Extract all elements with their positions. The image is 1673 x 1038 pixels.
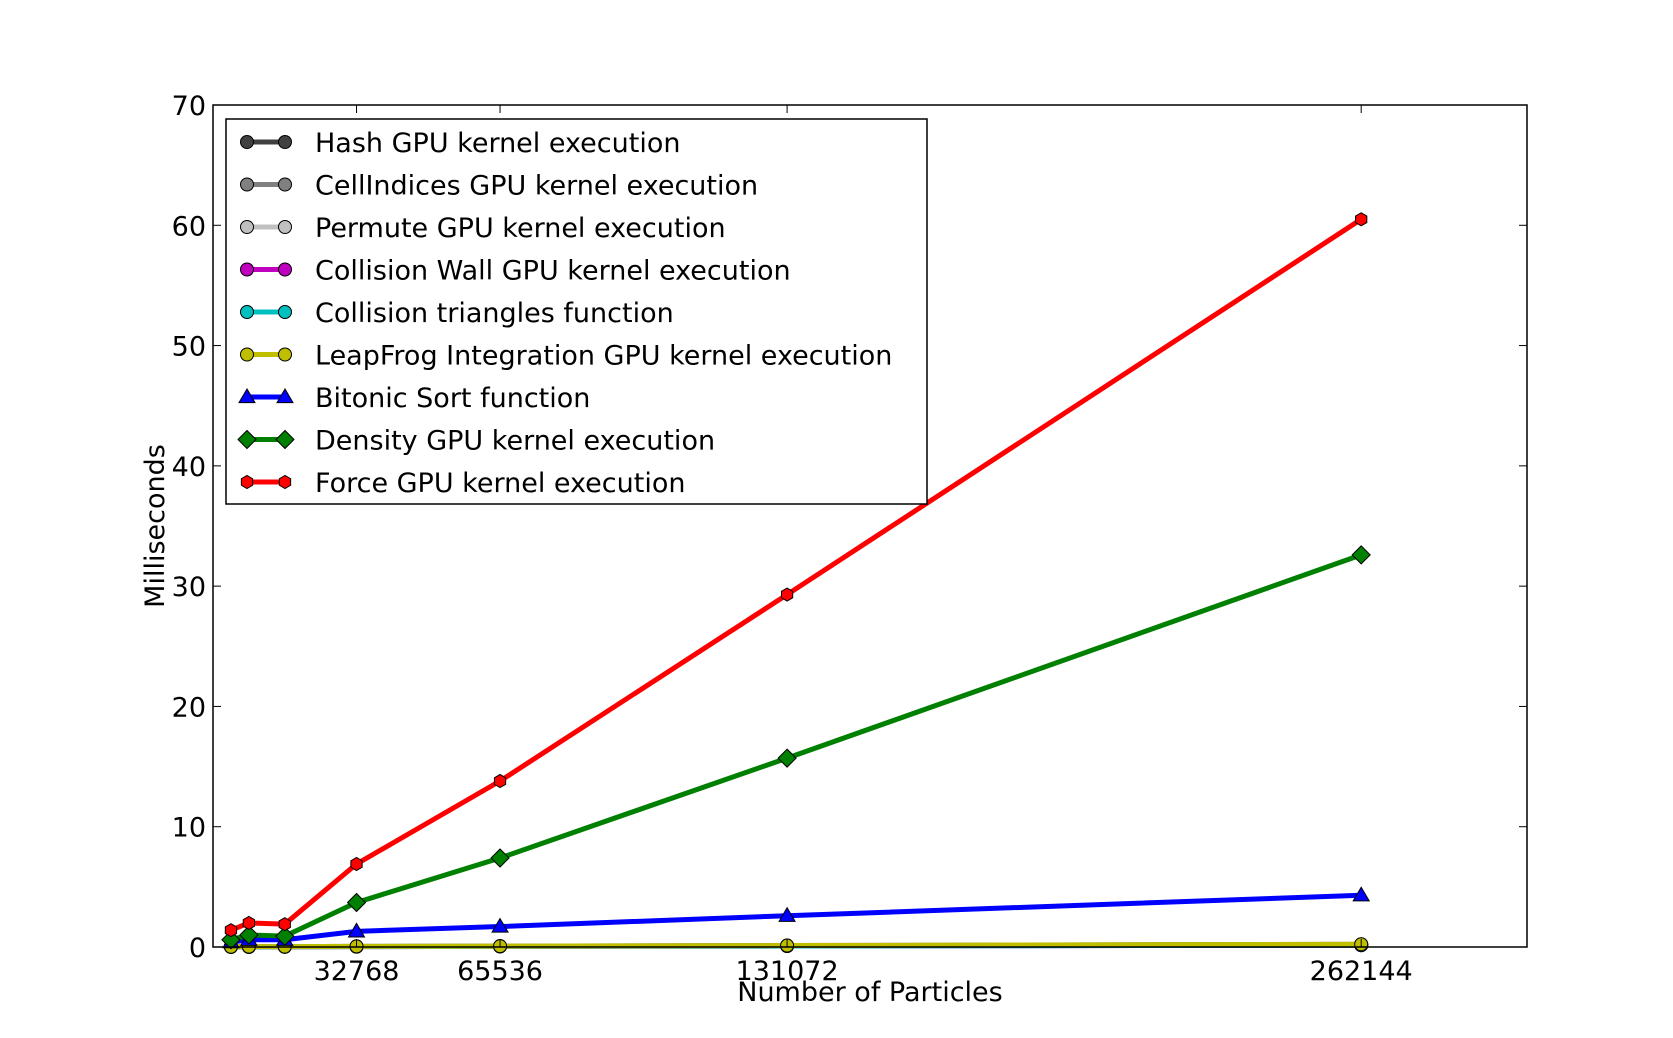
legend-entry: Collision triangles function bbox=[240, 298, 674, 329]
data-point bbox=[777, 748, 797, 768]
legend-marker bbox=[278, 177, 292, 192]
data-point bbox=[490, 848, 510, 868]
data-point bbox=[278, 917, 291, 932]
legend-entry: LeapFrog Integration GPU kernel executio… bbox=[240, 341, 892, 372]
legend-label: Collision Wall GPU kernel execution bbox=[315, 256, 791, 287]
data-point bbox=[221, 930, 241, 950]
series-line bbox=[230, 892, 1362, 945]
legend-marker bbox=[278, 474, 292, 490]
data-point bbox=[275, 926, 295, 946]
legend-marker bbox=[275, 429, 295, 450]
data-point bbox=[778, 906, 796, 922]
legend-label: CellIndices GPU kernel execution bbox=[315, 171, 758, 202]
legend-entry: Permute GPU kernel execution bbox=[240, 213, 726, 244]
y-tick-label: 50 bbox=[172, 332, 206, 363]
legend-label: Collision triangles function bbox=[315, 298, 674, 329]
x-tick-label: 131072 bbox=[736, 956, 839, 987]
legend-label: Permute GPU kernel execution bbox=[315, 213, 726, 244]
axis-ticks: 0 10 20 30 40 50 60 70 32768 65536 131072 262144 bbox=[172, 91, 1527, 987]
data-point bbox=[346, 892, 367, 913]
x-axis-label: Number of Particles bbox=[737, 977, 1002, 1008]
legend-marker bbox=[238, 388, 256, 404]
data-point bbox=[491, 917, 509, 933]
y-tick-label: 0 bbox=[189, 933, 206, 964]
legend-marker bbox=[278, 220, 292, 234]
data-point bbox=[350, 856, 363, 872]
legend-entry: Force GPU kernel execution bbox=[240, 468, 685, 499]
plot-frame bbox=[212, 104, 1528, 948]
legend-marker bbox=[278, 262, 292, 277]
legend-marker bbox=[278, 135, 292, 149]
series-8 bbox=[221, 545, 1371, 950]
y-tick-label: 30 bbox=[172, 572, 206, 603]
legend-marker bbox=[237, 429, 257, 450]
legend-label: Bitonic Sort function bbox=[315, 383, 590, 414]
legend-label: Density GPU kernel execution bbox=[315, 426, 715, 457]
legend-label: LeapFrog Integration GPU kernel executio… bbox=[315, 341, 892, 372]
legend-marker bbox=[240, 220, 254, 234]
data-point bbox=[242, 915, 256, 931]
x-tick-label: 65536 bbox=[457, 956, 543, 987]
legend-marker bbox=[240, 474, 254, 490]
y-tick-label: 20 bbox=[172, 692, 206, 723]
data-point bbox=[347, 922, 366, 938]
legend-entry: Bitonic Sort function bbox=[238, 383, 590, 414]
x-tick-label: 262144 bbox=[1310, 956, 1413, 987]
y-tick-label: 10 bbox=[172, 813, 206, 844]
legend-entry: Density GPU kernel execution bbox=[237, 426, 715, 457]
legend-label: Hash GPU kernel execution bbox=[315, 128, 680, 159]
y-tick-label: 60 bbox=[172, 211, 206, 242]
legend-marker bbox=[240, 262, 254, 277]
legend-entry: CellIndices GPU kernel execution bbox=[240, 171, 758, 202]
legend-marker bbox=[278, 305, 292, 319]
legend-marker bbox=[278, 347, 292, 362]
legend-entry: Hash GPU kernel execution bbox=[240, 128, 680, 159]
data-point bbox=[780, 587, 794, 602]
legend-marker bbox=[240, 305, 254, 319]
legend-marker bbox=[276, 388, 294, 404]
legend-box bbox=[225, 118, 928, 505]
data-point bbox=[1352, 886, 1371, 902]
legend-marker bbox=[240, 177, 254, 192]
series-9 bbox=[224, 212, 1368, 938]
series-6 bbox=[223, 937, 1369, 954]
y-tick-label: 40 bbox=[172, 452, 206, 483]
data-point bbox=[1355, 212, 1368, 227]
data-point bbox=[1351, 545, 1371, 565]
data-point bbox=[493, 773, 507, 789]
y-axis-label: Milliseconds bbox=[140, 444, 171, 608]
series-7 bbox=[222, 886, 1371, 949]
data-point bbox=[224, 923, 238, 938]
legend-label: Force GPU kernel execution bbox=[315, 468, 685, 499]
legend-marker bbox=[240, 135, 254, 149]
y-tick-label: 70 bbox=[172, 91, 206, 122]
series-line bbox=[230, 552, 1363, 943]
legend-marker bbox=[240, 347, 254, 362]
x-tick-label: 32768 bbox=[314, 956, 400, 987]
legend-entry: Collision Wall GPU kernel execution bbox=[240, 256, 791, 287]
data-point bbox=[239, 925, 259, 945]
